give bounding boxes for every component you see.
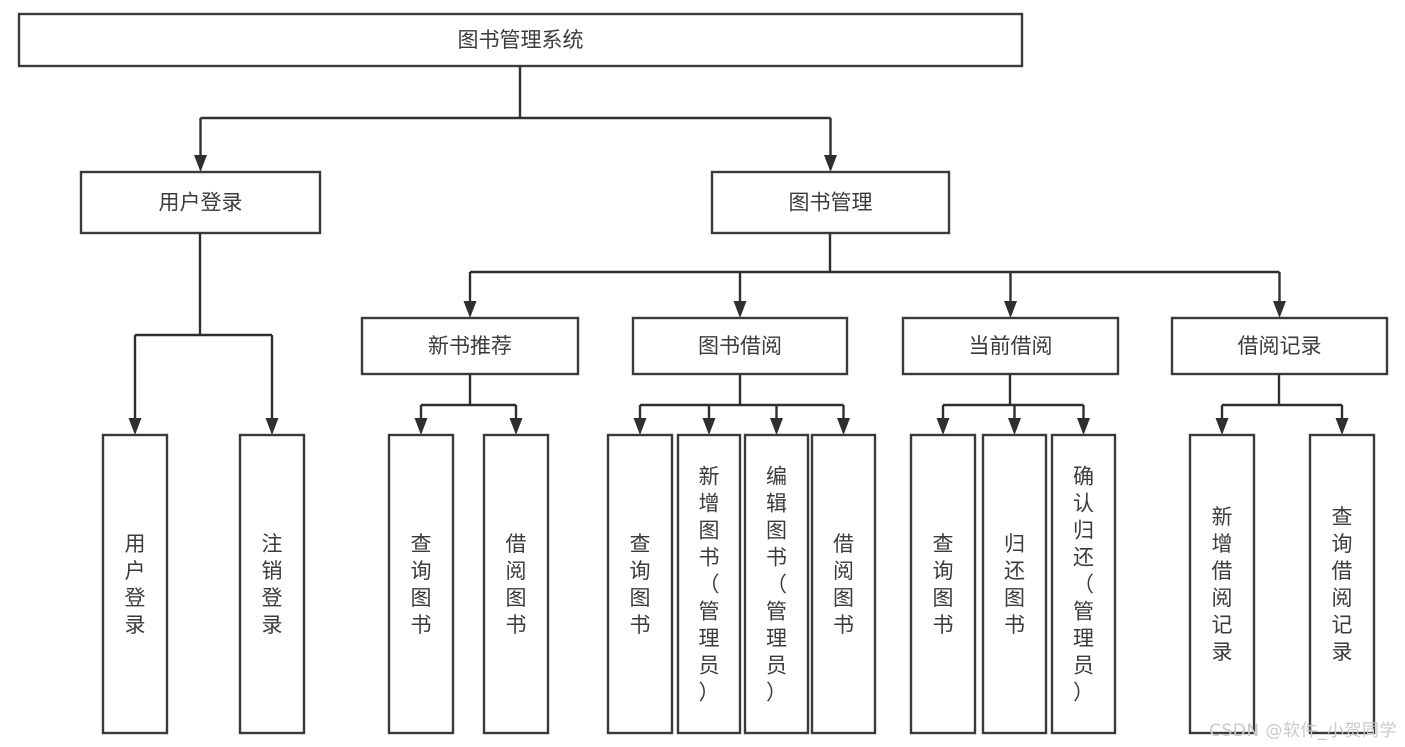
connector-book-borrow — [633, 374, 850, 435]
connector-borrow-record — [1215, 374, 1349, 435]
node-leaf-borrow-book-1-box[interactable] — [482, 433, 550, 735]
node-leaf-add-book-box[interactable] — [676, 433, 742, 735]
connector-arrowhead — [1273, 301, 1286, 318]
connector-arrowhead — [936, 418, 950, 435]
node-leaf-user-login[interactable]: 用户登录 — [101, 433, 169, 735]
node-leaf-query-book-2-box[interactable] — [606, 433, 674, 735]
node-leaf-edit-book-box[interactable] — [743, 433, 810, 735]
node-current-borrow[interactable]: 当前借阅 — [901, 316, 1120, 376]
connector-arrowhead — [633, 418, 647, 435]
connector-arrowhead — [1335, 418, 1349, 435]
connector-layer — [128, 66, 1349, 435]
connector-arrowhead — [1077, 418, 1090, 435]
node-leaf-query-book-1-label: 查询图书 — [411, 532, 432, 637]
node-leaf-return-book-box[interactable] — [981, 433, 1048, 735]
node-book-manage-label: 图书管理 — [789, 191, 873, 215]
node-leaf-borrow-book-1[interactable]: 借阅图书 — [482, 433, 550, 735]
node-leaf-user-login-box[interactable] — [101, 433, 169, 735]
connector-arrowhead — [837, 418, 850, 435]
node-user-login[interactable]: 用户登录 — [79, 170, 322, 235]
node-leaf-query-record[interactable]: 查询借阅记录 — [1308, 433, 1376, 735]
node-book-borrow[interactable]: 图书借阅 — [631, 316, 849, 376]
node-leaf-add-record-box[interactable] — [1188, 433, 1256, 735]
node-leaf-borrow-book-1-label: 借阅图书 — [506, 532, 527, 637]
node-leaf-add-book[interactable]: 新增图书（管理员） — [676, 433, 742, 735]
node-leaf-user-logout[interactable]: 注销登录 — [238, 433, 306, 735]
connector-arrowhead — [414, 418, 428, 435]
node-leaf-query-book-1-box[interactable] — [387, 433, 455, 735]
node-leaf-query-record-box[interactable] — [1308, 433, 1376, 735]
node-leaf-user-logout-box[interactable] — [238, 433, 306, 735]
connector-arrowhead — [509, 418, 523, 435]
node-borrow-record-label: 借阅记录 — [1238, 334, 1322, 358]
node-leaf-user-login-label: 用户登录 — [125, 532, 146, 637]
connector-new-book-recommend — [414, 374, 523, 435]
node-current-borrow-box[interactable] — [901, 316, 1120, 376]
connector-current-borrow — [936, 374, 1090, 435]
node-root-label: 图书管理系统 — [458, 28, 584, 52]
node-leaf-add-record[interactable]: 新增借阅记录 — [1188, 433, 1256, 735]
node-leaf-return-book-label: 归还图书 — [1004, 532, 1025, 637]
connector-user-login — [128, 233, 279, 435]
connector-arrowhead — [824, 155, 837, 172]
node-leaf-query-book-3-box[interactable] — [909, 433, 977, 735]
node-new-book-recommend-label: 新书推荐 — [428, 334, 512, 358]
node-leaf-confirm-return-label: 确认归还（管理员） — [1073, 465, 1094, 705]
node-leaf-query-record-label: 查询借阅记录 — [1332, 505, 1353, 664]
node-leaf-query-book-1[interactable]: 查询图书 — [387, 433, 455, 735]
node-user-login-box[interactable] — [79, 170, 322, 235]
node-leaf-borrow-book-2[interactable]: 借阅图书 — [810, 433, 877, 735]
connector-arrowhead — [702, 418, 716, 435]
connector-arrowhead — [770, 418, 783, 435]
connector-arrowhead — [128, 418, 142, 435]
connector-root — [194, 66, 837, 172]
node-root-box[interactable] — [17, 12, 1024, 68]
node-current-borrow-label: 当前借阅 — [969, 334, 1053, 358]
node-leaf-add-book-label: 新增图书（管理员） — [699, 465, 720, 705]
node-new-book-recommend[interactable]: 新书推荐 — [360, 316, 580, 376]
connector-arrowhead — [265, 418, 279, 435]
node-new-book-recommend-box[interactable] — [360, 316, 580, 376]
node-leaf-edit-book-label: 编辑图书（管理员） — [766, 465, 787, 705]
connector-arrowhead — [733, 301, 747, 318]
node-leaf-add-record-label: 新增借阅记录 — [1212, 505, 1233, 664]
node-user-login-label: 用户登录 — [159, 191, 243, 215]
node-leaf-user-logout-label: 注销登录 — [262, 532, 283, 637]
node-book-borrow-label: 图书借阅 — [698, 334, 782, 358]
node-leaf-query-book-3[interactable]: 查询图书 — [909, 433, 977, 735]
node-leaf-query-book-2[interactable]: 查询图书 — [606, 433, 674, 735]
node-leaf-query-book-3-label: 查询图书 — [933, 532, 954, 637]
connector-book-manage — [463, 233, 1286, 318]
node-leaf-query-book-2-label: 查询图书 — [630, 532, 651, 637]
node-leaf-return-book[interactable]: 归还图书 — [981, 433, 1048, 735]
node-layer: 图书管理系统用户登录图书管理新书推荐图书借阅当前借阅借阅记录用户登录注销登录查询… — [17, 12, 1389, 735]
node-leaf-borrow-book-2-label: 借阅图书 — [833, 532, 854, 637]
node-book-borrow-box[interactable] — [631, 316, 849, 376]
node-leaf-borrow-book-2-box[interactable] — [810, 433, 877, 735]
connector-arrowhead — [1215, 418, 1229, 435]
connector-arrowhead — [194, 155, 207, 172]
node-leaf-edit-book[interactable]: 编辑图书（管理员） — [743, 433, 810, 735]
node-book-manage-box[interactable] — [710, 170, 951, 235]
node-book-manage[interactable]: 图书管理 — [710, 170, 951, 235]
connector-arrowhead — [1004, 301, 1017, 318]
node-borrow-record[interactable]: 借阅记录 — [1170, 316, 1389, 376]
node-leaf-confirm-return-box[interactable] — [1050, 433, 1117, 735]
connector-arrowhead — [1008, 418, 1021, 435]
connector-arrowhead — [463, 301, 477, 318]
node-borrow-record-box[interactable] — [1170, 316, 1389, 376]
node-leaf-confirm-return[interactable]: 确认归还（管理员） — [1050, 433, 1117, 735]
node-root[interactable]: 图书管理系统 — [17, 12, 1024, 68]
